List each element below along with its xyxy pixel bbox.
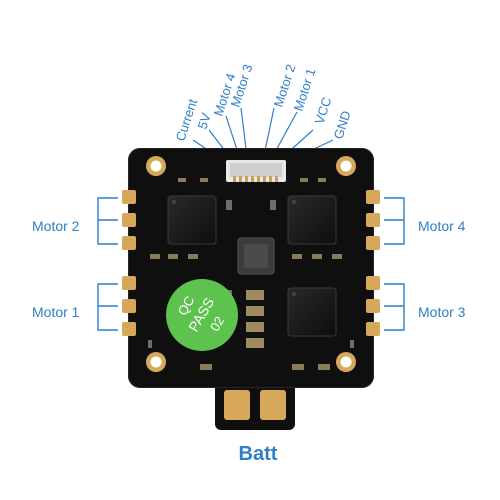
mounting-holes (146, 156, 356, 372)
small-components (148, 178, 354, 370)
motor-label-left-bottom: Motor 1 (32, 304, 80, 320)
battery-pads (224, 390, 286, 420)
pin-pointer-lines (192, 107, 334, 166)
center-inductor (237, 237, 275, 275)
left-motor-pads (122, 190, 136, 336)
batt-label: Batt (239, 443, 278, 465)
motor-label-right-top: Motor 4 (418, 218, 466, 234)
right-brackets (384, 197, 405, 331)
motor-label-left-top: Motor 2 (32, 218, 80, 234)
right-motor-pads (366, 190, 380, 336)
motor-label-right-bottom: Motor 3 (418, 304, 466, 320)
top-connector (226, 160, 286, 182)
pcb-board (122, 148, 380, 430)
mcu-chips (167, 195, 337, 337)
qc-pass-sticker: QC PASS 02 (166, 279, 238, 351)
left-brackets (97, 197, 118, 331)
pin-label-5v: 5V (195, 111, 214, 131)
pin-label-vcc: VCC (312, 95, 335, 126)
pin-label-gnd: GND (331, 109, 354, 141)
qc-sticker-line3: 02 (207, 314, 227, 334)
pin-labels: Current 5V Motor 4 Motor 3 Motor 2 Motor… (173, 62, 354, 143)
